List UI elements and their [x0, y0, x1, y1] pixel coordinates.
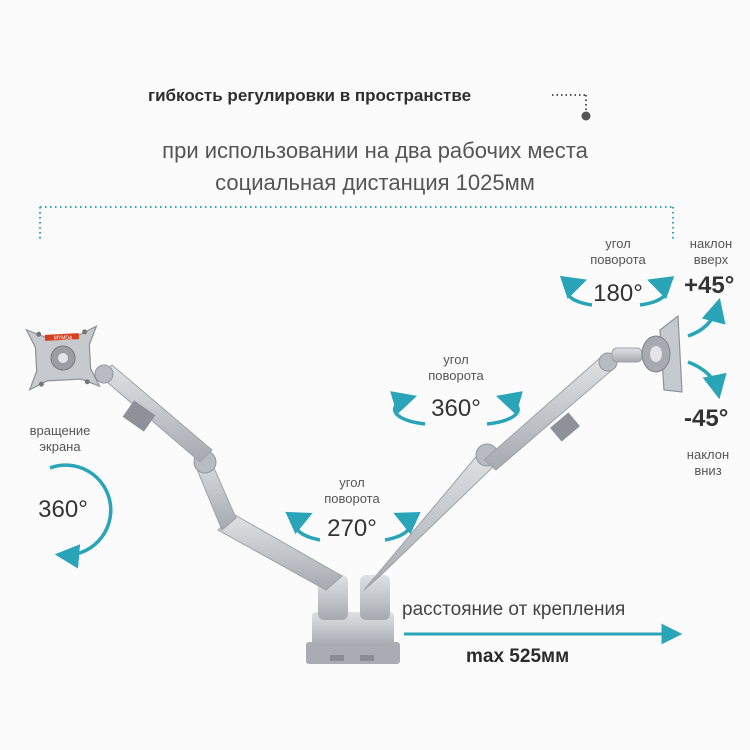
tilt-up-degrees: +45°	[684, 272, 735, 299]
rotation-360-arrow-right	[486, 391, 523, 426]
rotation-180-arrow-left	[559, 275, 593, 307]
rotation-180-degrees: 180°	[593, 280, 643, 307]
rotation-180-arrow-right	[639, 276, 675, 307]
screen-rotation-degrees: 360°	[38, 496, 88, 523]
headline-dot	[581, 111, 591, 121]
rotation-360-label: угол поворота	[428, 352, 484, 383]
desk-clamp	[306, 575, 400, 664]
distance-bracket	[39, 206, 674, 240]
tilt-up-label: наклон вверх	[689, 236, 733, 267]
rotation-270-label: угол поворота	[324, 475, 380, 506]
subtitle-line2: социальная дистанция 1025мм	[215, 170, 535, 195]
headline: гибкость регулировки в пространстве	[148, 86, 472, 105]
rotation-270-degrees: 270°	[327, 515, 377, 542]
right-vesa-plate	[641, 314, 683, 393]
screen-rotation-arrow	[49, 463, 113, 569]
rotation-360-degrees: 360°	[431, 395, 481, 422]
distance-value: max 525мм	[466, 646, 570, 667]
left-arm	[94, 364, 343, 591]
right-arm	[363, 347, 643, 591]
rotation-360-arrow-left	[390, 391, 426, 426]
tilt-down-label: наклон вниз	[686, 447, 730, 478]
tilt-down-arrow	[687, 360, 727, 400]
rotation-180-label: угол поворота	[590, 236, 646, 267]
tilt-up-arrow	[687, 297, 726, 338]
tilt-down-degrees: -45°	[684, 405, 729, 432]
brand-logo: MYMDA	[54, 336, 73, 342]
rotation-270-arrow-right	[384, 512, 421, 542]
rotation-270-arrow-left	[285, 511, 321, 542]
subtitle-line1: при использовании на два рабочих места	[162, 138, 588, 163]
left-vesa-plate	[25, 324, 101, 392]
distance-label: расстояние от крепления	[402, 599, 626, 620]
screen-rotation-label: вращение экрана	[29, 423, 91, 454]
